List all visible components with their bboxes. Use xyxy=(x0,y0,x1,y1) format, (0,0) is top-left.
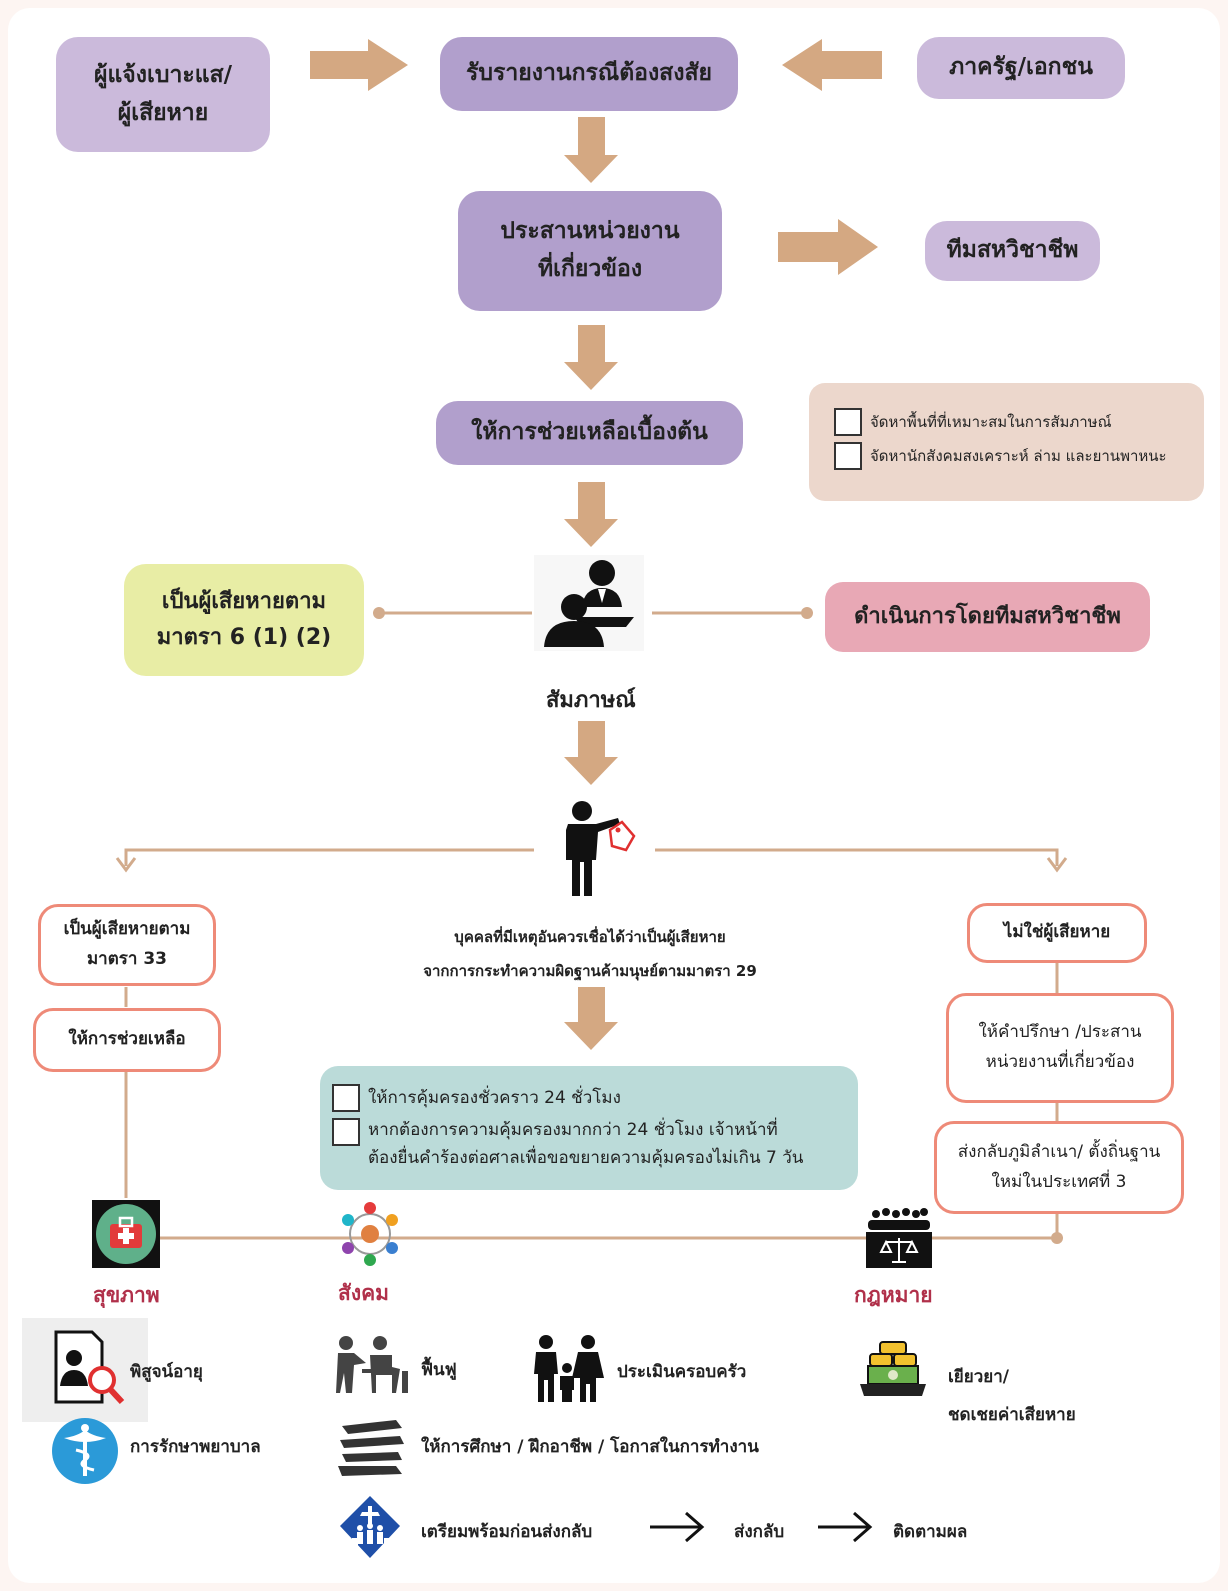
arrow-down-1 xyxy=(564,117,618,183)
team-box: ทีมสหวิชาชีพ xyxy=(925,221,1100,281)
checklist-item: หากต้องการความคุ้มครองมากกว่า 24 ชั่วโมง… xyxy=(332,1116,803,1172)
checklist-prep: จัดหาพื้นที่ที่เหมาะสมในการสัมภาษณ์ จัดห… xyxy=(809,383,1204,501)
line-dots xyxy=(373,607,1063,1244)
education-icon xyxy=(338,1420,404,1476)
family-icon xyxy=(534,1335,604,1402)
team-action-box: ดำเนินการโดยทีมสหวิชาชีพ xyxy=(825,582,1150,652)
law-category: กฎหมาย xyxy=(854,1283,933,1307)
block-arrows xyxy=(310,39,882,1050)
arrow-down-3 xyxy=(564,482,618,547)
checklist-item: ให้การคุ้มครองชั่วคราว 24 ชั่วโมง xyxy=(332,1084,803,1112)
court-icon xyxy=(866,1208,932,1268)
community-icon xyxy=(342,1202,398,1266)
sector-box: ภาครัฐ/เอกชน xyxy=(917,37,1125,99)
victim-section6-box: เป็นผู้เสียหายตาม มาตรา 6 (1) (2) xyxy=(124,564,364,676)
medical-label: การรักษาพยาบาล xyxy=(130,1437,261,1457)
arrow-down-4 xyxy=(564,721,618,785)
service-arrows xyxy=(650,1511,873,1543)
prepare-label: เตรียมพร้อมก่อนส่งกลับ xyxy=(421,1522,593,1542)
checkbox[interactable] xyxy=(834,408,862,436)
return-home-box: ส่งกลับภูมิลำเนา/ ตั้งถิ่นฐาน ใหม่ในประเ… xyxy=(934,1121,1184,1214)
initial-help-box: ให้การช่วยเหลือเบื้องต้น xyxy=(436,401,743,465)
checklist-item: จัดหาพื้นที่ที่เหมาะสมในการสัมภาษณ์ xyxy=(834,408,1167,436)
checkbox[interactable] xyxy=(332,1118,360,1146)
not-victim-box: ไม่ใช่ผู้เสียหาย xyxy=(967,903,1147,963)
health-category: สุขภาพ xyxy=(93,1283,160,1307)
arrow-left-1 xyxy=(782,39,882,91)
reporter-box: ผู้แจ้งเบาะแส/ ผู้เสียหาย xyxy=(56,37,270,152)
interview-label: สัมภาษณ์ xyxy=(546,688,636,713)
education-label: ให้การศึกษา / ฝึกอาชีพ / โอกาสในการทำงาน xyxy=(421,1437,759,1457)
help-box: ให้การช่วยเหลือ xyxy=(33,1008,221,1072)
first-aid-icon xyxy=(92,1200,160,1268)
advise-box: ให้คำปรึกษา /ประสาน หน่วยงานที่เกี่ยวข้อ… xyxy=(946,993,1174,1103)
rehab-icon xyxy=(336,1336,408,1393)
protection-checklist: ให้การคุ้มครองชั่วคราว 24 ชั่วโมง หากต้อ… xyxy=(320,1066,858,1190)
checkbox[interactable] xyxy=(332,1084,360,1112)
arrow-right-1 xyxy=(310,39,408,91)
compensation-icon xyxy=(860,1341,926,1396)
send-back-label: ส่งกลับ xyxy=(734,1522,785,1542)
checkbox[interactable] xyxy=(834,442,862,470)
receive-report-box: รับรายงานกรณีต้องสงสัย xyxy=(440,37,738,111)
follow-up-label: ติดตามผล xyxy=(893,1522,968,1542)
interview-icon xyxy=(534,555,644,651)
arrow-down-2 xyxy=(564,325,618,390)
checklist-item: จัดหานักสังคมสงเคราะห์ ล่าม และยานพาหนะ xyxy=(834,442,1167,470)
person-tag-icon xyxy=(566,801,636,896)
victim-section33-box: เป็นผู้เสียหายตาม มาตรา 33 xyxy=(38,904,216,986)
coordinate-box: ประสานหน่วยงาน ที่เกี่ยวข้อง xyxy=(458,191,722,311)
compensation-label: เยียวยา/ ชดเชยค่าเสียหาย xyxy=(948,1367,1076,1425)
travel-icon xyxy=(340,1496,400,1558)
age-proof-icon xyxy=(22,1318,148,1422)
arrow-right-2 xyxy=(778,219,878,275)
rehab-label: ฟื้นฟู xyxy=(421,1360,457,1380)
arrow-down-5 xyxy=(564,987,618,1050)
social-category: สังคม xyxy=(338,1281,389,1305)
caduceus-icon xyxy=(52,1418,118,1484)
family-label: ประเมินครอบครัว xyxy=(617,1362,747,1382)
age-proof-label: พิสูจน์อายุ xyxy=(130,1362,203,1382)
suspect-caption: บุคคลที่มีเหตุอันควรเชื่อได้ว่าเป็นผู้เส… xyxy=(423,928,757,980)
